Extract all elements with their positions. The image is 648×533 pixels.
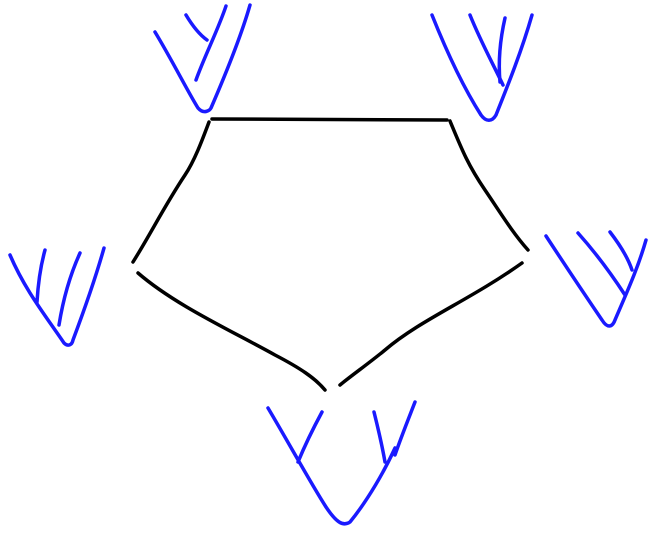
tree-top-left-outer: [155, 5, 250, 112]
tree-left: [10, 248, 104, 345]
tree-top-left-branch: [186, 15, 207, 40]
tree-top-left: [155, 5, 250, 112]
tree-top-right-inner: [499, 18, 505, 82]
tree-right-inner: [610, 232, 632, 270]
ring-edge-top: [212, 119, 447, 120]
ring-edge-left-lower: [138, 273, 325, 390]
ring-edge-right-lower: [340, 263, 522, 385]
tree-left-inner: [59, 253, 80, 325]
tree-right-outer: [546, 236, 646, 326]
tree-right: [546, 232, 646, 326]
ring-edge-left-upper: [133, 122, 209, 262]
tree-bottom-top-branch: [395, 402, 415, 455]
tree-bottom: [268, 402, 415, 524]
tree-bottom-left-branch: [298, 412, 322, 462]
ring-edge-right-upper: [450, 121, 528, 250]
tree-left-outer: [10, 248, 104, 345]
tree-bottom-right-branch: [374, 412, 385, 462]
tree-left-mid: [37, 250, 45, 302]
tree-top-right: [432, 15, 532, 120]
tree-top-left-inner: [196, 6, 226, 80]
pentagon-ring: [133, 119, 528, 390]
tree-top-right-outer: [432, 15, 532, 120]
